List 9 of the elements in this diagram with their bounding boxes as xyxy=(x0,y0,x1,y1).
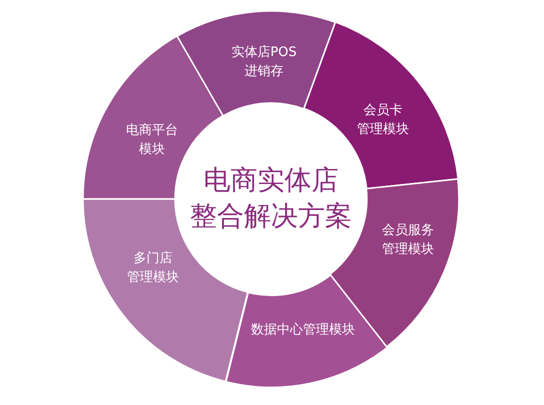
segment-label: 数据中心管理模块 xyxy=(250,321,356,340)
ring-segment xyxy=(177,11,336,116)
ring-segment xyxy=(226,274,387,387)
segment-label: 多门店管理模块 xyxy=(126,250,180,287)
segment-label: 会员卡管理模块 xyxy=(356,102,410,139)
segment-label: 会员服务管理模块 xyxy=(380,222,435,259)
segment-label: 电商平台模块 xyxy=(125,122,179,159)
center-title: 电商实体店整合解决方案 xyxy=(190,163,352,235)
segment-label: 实体店POS进销存 xyxy=(230,44,298,81)
